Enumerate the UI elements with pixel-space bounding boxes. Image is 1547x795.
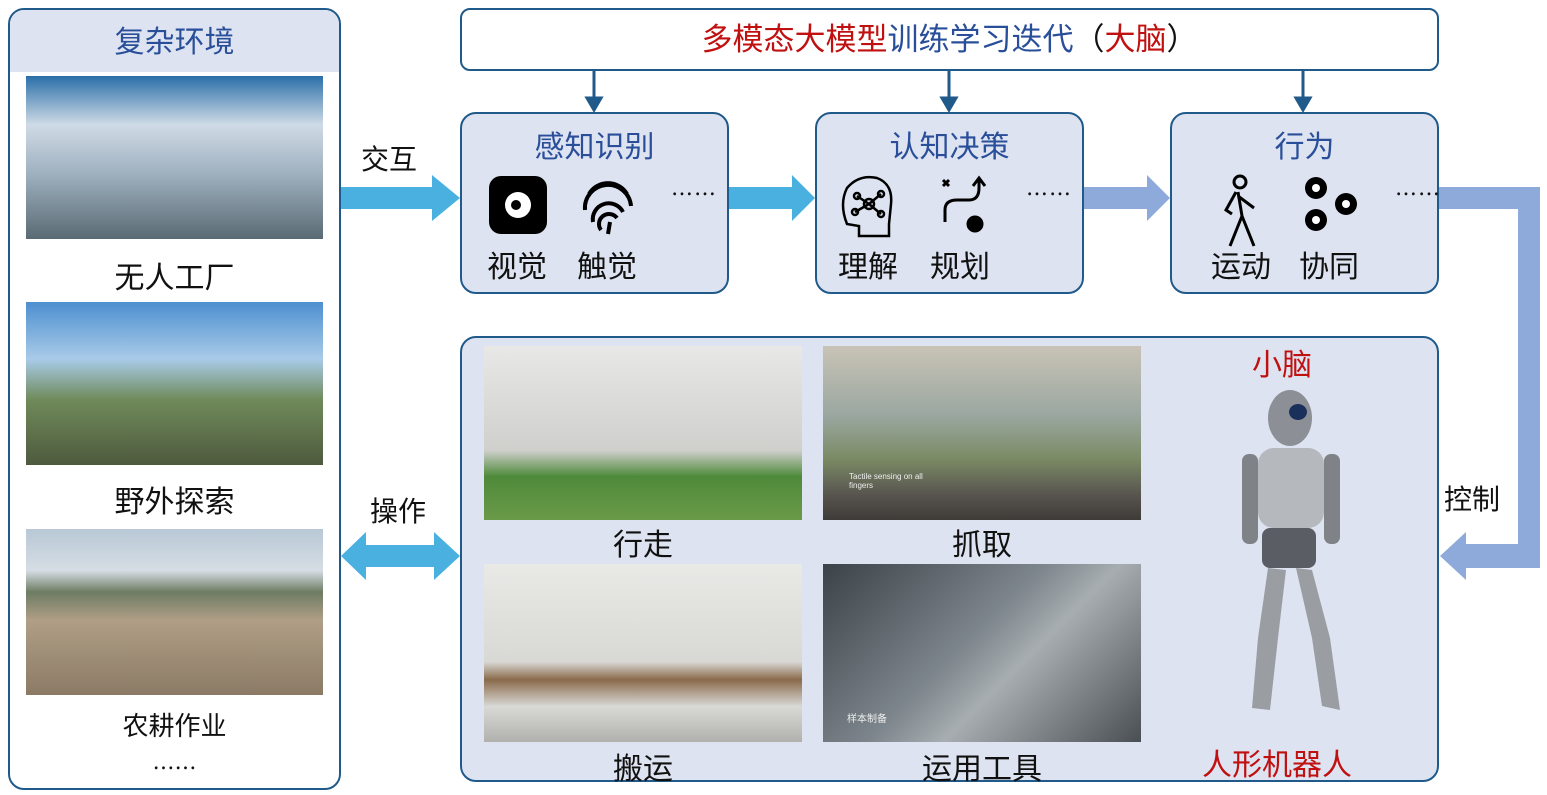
touch-label: 触觉 — [577, 250, 637, 285]
gears-icon — [1302, 174, 1364, 236]
arrowhead — [939, 96, 959, 113]
arrowhead — [1293, 96, 1313, 113]
interact-arrow — [341, 175, 460, 221]
motion-label: 运动 — [1211, 250, 1271, 285]
paren: ） — [1166, 22, 1198, 58]
head-network-icon — [837, 174, 899, 238]
stage-title: 认知决策 — [889, 130, 1010, 165]
grasping-label: 抓取 — [952, 528, 1012, 563]
operate-double-arrow — [341, 532, 460, 580]
farming-label: 农耕作业 — [122, 712, 227, 742]
environment-title: 复杂环境 — [10, 10, 339, 72]
tool-use-label: 运用工具 — [922, 752, 1042, 787]
title-blue: 训练学习迭代 — [887, 22, 1074, 58]
brain-training-box: 多模态大模型训练学习迭代（大脑） — [460, 8, 1439, 71]
humanoid-robot-image — [1242, 390, 1340, 710]
walking-label: 行走 — [613, 528, 673, 563]
route-plan-icon — [935, 174, 997, 236]
tool-caption: 样本制备 — [847, 714, 887, 725]
title-red: 多模态大模型 — [701, 22, 888, 58]
factory-label: 无人工厂 — [114, 261, 235, 296]
carrying-label: 搬运 — [613, 752, 673, 787]
factory-photo — [26, 76, 323, 239]
stage-perception: 感知识别 …… 视觉 触觉 — [460, 112, 729, 294]
fingerprint-icon — [577, 174, 639, 236]
cerebellum-label: 小脑 — [1252, 348, 1312, 383]
carrying-photo — [484, 564, 802, 742]
walking-person-icon — [1212, 174, 1274, 247]
stage1-to-stage2-arrow — [729, 175, 815, 221]
stage-title: 感知识别 — [534, 130, 655, 165]
operate-label: 操作 — [370, 495, 427, 528]
planning-label: 规划 — [930, 250, 990, 285]
more-ellipsis: …… — [1026, 176, 1072, 201]
grab-caption: Tactile sensing on all fingers — [849, 472, 923, 490]
environment-panel: 复杂环境 无人工厂 野外探索 农耕作业 …… — [8, 8, 341, 790]
stage-behavior: 行为 …… 运动 协同 — [1170, 112, 1441, 294]
stage-cognition: 认知决策 …… 理解 规划 — [815, 112, 1084, 294]
arrowhead — [584, 96, 604, 113]
humanoid-robot-label: 人形机器人 — [1202, 748, 1352, 783]
stage-title: 行为 — [1274, 130, 1335, 165]
wilderness-photo — [26, 302, 323, 465]
collaboration-label: 协同 — [1299, 250, 1359, 285]
grasping-photo: Tactile sensing on all fingers — [823, 346, 1141, 520]
vision-label: 视觉 — [487, 250, 547, 285]
tool-use-photo: 样本制备 — [823, 564, 1141, 742]
wilderness-label: 野外探索 — [114, 485, 235, 520]
eye-camera-icon — [487, 174, 549, 236]
more-ellipsis: …… — [152, 750, 197, 775]
paren: （ — [1073, 22, 1105, 58]
farming-photo — [26, 529, 323, 695]
stage2-to-stage3-arrow — [1084, 175, 1170, 221]
more-ellipsis: …… — [671, 176, 717, 201]
brain-label: 大脑 — [1104, 22, 1167, 58]
walking-photo — [484, 346, 802, 520]
control-arrow — [1439, 187, 1540, 580]
more-ellipsis: …… — [1395, 176, 1441, 201]
understanding-label: 理解 — [838, 250, 898, 285]
control-label: 控制 — [1444, 483, 1501, 516]
cerebellum-box: 行走 Tactile sensing on all fingers 抓取 搬运 … — [460, 336, 1439, 787]
interact-label: 交互 — [361, 143, 418, 176]
